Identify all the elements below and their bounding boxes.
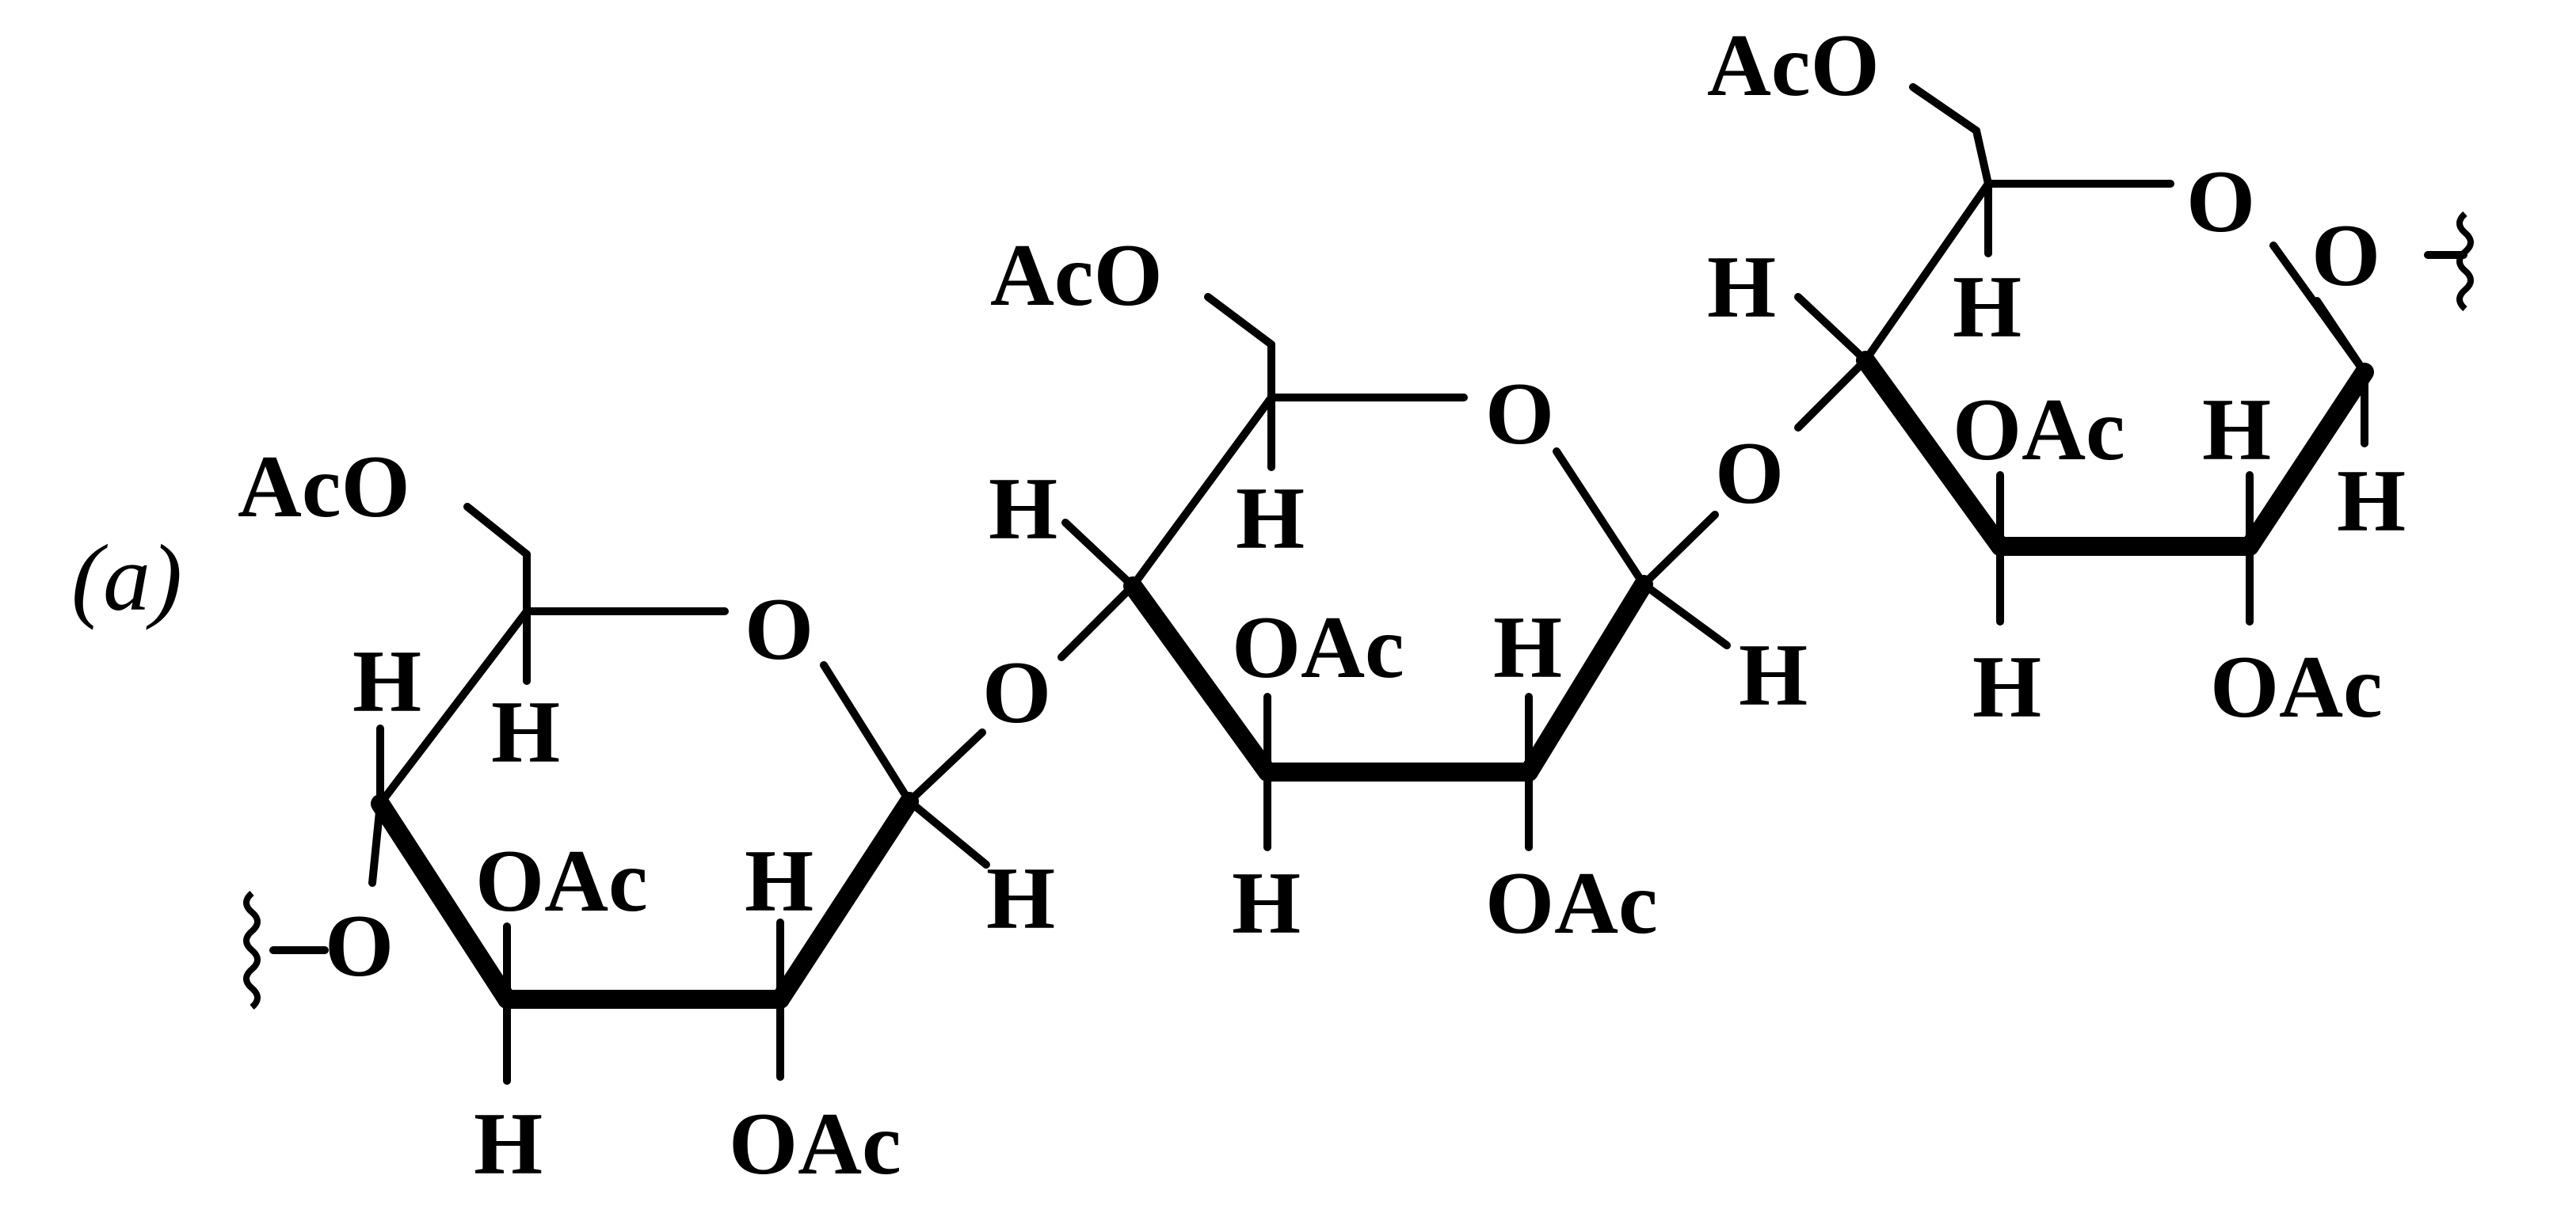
ring3-bond-c3-c4 bbox=[1856, 351, 2010, 556]
ring1-c3-acetoxy: OAc bbox=[475, 832, 648, 930]
ring1-ring-oxygen: O bbox=[745, 580, 814, 679]
ring2-c3-hydrogen: H bbox=[1232, 854, 1301, 953]
ring3-c2-hydrogen: H bbox=[2202, 381, 2271, 479]
ring2-bond-c4-h bbox=[1061, 519, 1137, 590]
ring2-c2-hydrogen: H bbox=[1493, 599, 1562, 697]
chain-end-wavy-right bbox=[2456, 211, 2474, 312]
bond-ring1c1-glycosidic-o bbox=[905, 728, 986, 805]
bond-ring2c1-glycosidic-o bbox=[1640, 511, 1719, 588]
ring3-bond-c1-o bbox=[2313, 297, 2368, 376]
ring3-o1-link-oxygen: O bbox=[2311, 207, 2380, 305]
chain-end-wavy-left bbox=[243, 890, 261, 1010]
ring2-c1-hydrogen: H bbox=[1739, 626, 1808, 725]
ring3-c1-hydrogen: H bbox=[2337, 452, 2406, 550]
ring3-bond-c1-c2 bbox=[2240, 363, 2374, 556]
ring2-c5-hydrogen: H bbox=[1236, 470, 1305, 568]
ring1-bond-c1-c2 bbox=[771, 792, 919, 1009]
ring2-glycosidic-oxygen: O bbox=[982, 644, 1051, 742]
panel-label: (a) bbox=[71, 525, 182, 630]
ring1-c4-hydrogen: H bbox=[352, 633, 421, 731]
ring1-bond-ch2-oac bbox=[463, 503, 531, 558]
ring3-c4-hydrogen: H bbox=[1707, 238, 1776, 337]
ring2-bond-o-c1 bbox=[1553, 447, 1648, 588]
ring2-c4-hydrogen: H bbox=[989, 460, 1057, 558]
ring1-bond-c4-c5 bbox=[376, 607, 531, 808]
ring3-ring-oxygen: O bbox=[2186, 153, 2255, 251]
ring1-c1-hydrogen: H bbox=[986, 850, 1055, 948]
ring2-bond-c3-c4 bbox=[1123, 576, 1277, 782]
ring2-c3-acetoxy: OAc bbox=[1232, 599, 1404, 697]
ring2-bond-c4-c5 bbox=[1129, 394, 1275, 590]
ring1-c5-hydrogen: H bbox=[491, 683, 560, 782]
ring-3: O AcO O O H H OAc H H H OAc bbox=[1707, 17, 2474, 736]
ring1-ch2-acetate: AcO bbox=[238, 438, 410, 536]
ring2-bond-c1-c2 bbox=[1519, 575, 1653, 782]
ring3-glycosidic-oxygen: O bbox=[1715, 424, 1784, 523]
ring2-ring-oxygen: O bbox=[1485, 365, 1554, 463]
ring2-c2-acetoxy: OAc bbox=[1485, 854, 1658, 953]
ring3-bond-ch2-oac bbox=[1909, 83, 1980, 135]
ring1-bond-o-c1 bbox=[820, 661, 913, 805]
ring1-bond-c1-h bbox=[905, 797, 990, 869]
ring-2: O AcO O H H OAc H H H OAc bbox=[982, 226, 1808, 953]
ring3-c2-acetoxy: OAc bbox=[2210, 638, 2383, 736]
ring3-ch2-acetate: AcO bbox=[1707, 17, 1880, 115]
ring1-bond-c3-c4 bbox=[371, 794, 516, 1009]
ring3-bond-c4-c5 bbox=[1862, 180, 1992, 364]
ring2-bond-ch2-oac bbox=[1204, 293, 1275, 348]
ring1-c2-acetoxy: OAc bbox=[729, 1095, 901, 1193]
ring3-c3-acetoxy: OAc bbox=[1953, 381, 2125, 479]
ring-1: AcO O H H OAc H H O H OAc bbox=[238, 438, 1055, 1193]
ring3-bond-c5-ch2 bbox=[1972, 127, 1992, 188]
ring1-c3-hydrogen: H bbox=[474, 1095, 543, 1193]
ring2-ch2-acetate: AcO bbox=[990, 226, 1163, 325]
ring1-o4-link-oxygen: O bbox=[325, 897, 394, 995]
ring1-bond-c4-o bbox=[368, 800, 384, 887]
bond-glycosidic-o-ring3c4 bbox=[1794, 356, 1869, 432]
bond-glycosidic-o-ring2c4 bbox=[1057, 582, 1137, 661]
ring3-bond-c4-h bbox=[1794, 293, 1869, 364]
ring3-c5-hydrogen: H bbox=[1953, 258, 2022, 356]
ring1-c2-hydrogen: H bbox=[745, 832, 814, 930]
ring2-bond-c1-h bbox=[1640, 580, 1731, 649]
ring3-c3-hydrogen: H bbox=[1972, 638, 2041, 736]
